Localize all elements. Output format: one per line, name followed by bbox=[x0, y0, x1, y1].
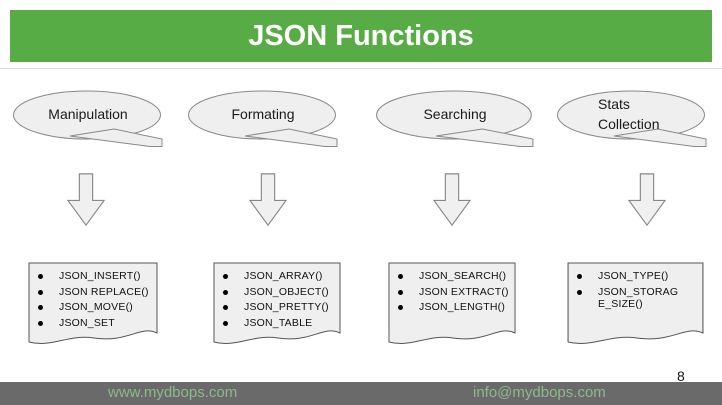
document-shape-formating bbox=[213, 262, 341, 350]
bullet-icon bbox=[398, 289, 403, 295]
callout-oval-shape bbox=[13, 90, 163, 147]
category-label-searching: Searching bbox=[423, 106, 487, 122]
list-item: JSON_LENGTH() bbox=[398, 301, 526, 314]
header-bar: JSON Functions bbox=[10, 10, 712, 62]
list-item: JSON_MOVE() bbox=[38, 301, 168, 314]
footer-website-link[interactable]: www.mydbops.com bbox=[108, 384, 238, 401]
callout-oval-shape bbox=[557, 90, 707, 147]
list-item: JSON_SET bbox=[38, 317, 168, 330]
function-name: JSON_SET bbox=[59, 316, 115, 329]
function-name: JSON_OBJECT() bbox=[244, 285, 329, 298]
category-label-stats-text: Stats Collection bbox=[598, 96, 660, 132]
list-item: JSON REPLACE() bbox=[38, 286, 168, 299]
function-name: JSON_INSERT() bbox=[59, 270, 141, 282]
function-name: JSON_SEARCH() bbox=[419, 270, 507, 282]
bullet-icon bbox=[38, 274, 43, 279]
bullet-icon bbox=[223, 289, 228, 295]
bullet-icon bbox=[38, 289, 43, 295]
bullet-icon bbox=[223, 274, 228, 279]
header-divider bbox=[0, 68, 722, 69]
function-name: JSON_STORAG E_SIZE() bbox=[598, 285, 679, 311]
bullet-icon bbox=[38, 305, 43, 310]
callout-oval-stats bbox=[556, 90, 708, 148]
bullet-icon bbox=[398, 274, 403, 279]
bullet-icon bbox=[577, 274, 582, 279]
callout-oval-shape bbox=[376, 90, 534, 147]
bullet-icon bbox=[223, 305, 228, 310]
down-arrow-icon bbox=[628, 172, 666, 228]
footer-email-link[interactable]: info@mydbops.com bbox=[473, 384, 606, 401]
callout-oval-searching bbox=[375, 90, 535, 148]
down-arrow-icon bbox=[433, 172, 471, 228]
category-label-formating: Formating bbox=[231, 106, 295, 122]
list-item: JSON_PRETTY() bbox=[223, 301, 351, 314]
footer-bar bbox=[0, 382, 722, 405]
function-name: JSON REPLACE() bbox=[59, 285, 149, 298]
function-name: JSON_TYPE() bbox=[598, 270, 669, 282]
document-shape-stats bbox=[567, 262, 704, 350]
list-item: JSON_TABLE bbox=[223, 317, 351, 330]
callout-oval-formating bbox=[187, 90, 339, 148]
function-name: JSON_ARRAY() bbox=[244, 270, 323, 282]
bullet-icon bbox=[38, 320, 43, 326]
bullet-icon bbox=[398, 305, 403, 310]
category-label-manipulation: Manipulation bbox=[48, 106, 128, 122]
down-arrow-icon bbox=[67, 172, 105, 228]
list-item: JSON_STORAG E_SIZE() bbox=[577, 286, 714, 311]
function-name: JSON_LENGTH() bbox=[419, 301, 506, 313]
function-name: JSON_TABLE bbox=[244, 316, 313, 329]
page-title: JSON Functions bbox=[248, 19, 474, 52]
document-shape-manipulation bbox=[28, 262, 158, 350]
function-list-searching: JSON_SEARCH() JSON EXTRACT() JSON_LENGTH… bbox=[388, 270, 526, 317]
category-label-stats: Stats Collection bbox=[556, 90, 708, 138]
page-number: 8 bbox=[677, 368, 685, 384]
callout-oval-shape bbox=[188, 90, 338, 147]
function-name: JSON_PRETTY() bbox=[244, 301, 329, 313]
bullet-icon bbox=[223, 320, 228, 326]
list-item: JSON_OBJECT() bbox=[223, 286, 351, 299]
down-arrow-icon bbox=[249, 172, 287, 228]
function-list-formating: JSON_ARRAY() JSON_OBJECT() JSON_PRETTY()… bbox=[213, 270, 351, 332]
function-list-stats: JSON_TYPE() JSON_STORAG E_SIZE() bbox=[567, 270, 714, 314]
function-name: JSON_MOVE() bbox=[59, 301, 133, 313]
list-item: JSON_SEARCH() bbox=[398, 270, 526, 283]
list-item: JSON_INSERT() bbox=[38, 270, 168, 283]
document-shape-searching bbox=[388, 262, 516, 350]
list-item: JSON_ARRAY() bbox=[223, 270, 351, 283]
function-name: JSON EXTRACT() bbox=[419, 285, 509, 298]
function-list-manipulation: JSON_INSERT() JSON REPLACE() JSON_MOVE()… bbox=[28, 270, 168, 332]
bullet-icon bbox=[577, 289, 582, 295]
callout-oval-manipulation bbox=[12, 90, 164, 148]
list-item: JSON_TYPE() bbox=[577, 270, 714, 283]
list-item: JSON EXTRACT() bbox=[398, 286, 526, 299]
